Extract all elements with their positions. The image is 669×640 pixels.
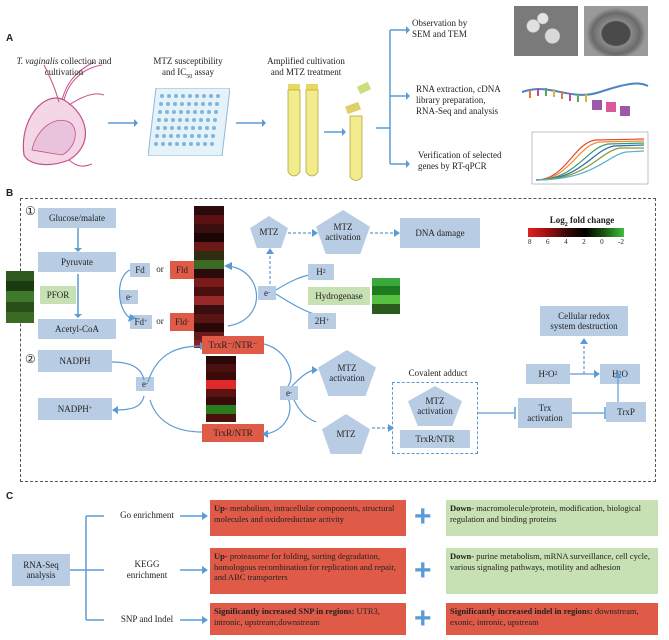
arrow-right-icon [236,119,266,127]
hydrogenase-heatmap [372,278,400,314]
tem-micrograph [584,6,648,56]
covalent-adduct-frame [392,382,478,454]
redox-arrows [570,338,622,402]
plus-icon: + [414,602,432,635]
go-up-box: Up- metabolism, intracellular components… [210,500,406,536]
pfor-box: PFOR [40,286,76,304]
electron-label-1: e- [120,290,138,304]
inhibit-arrow-icon [478,407,516,419]
well-plate-icon [148,88,230,156]
circle-marker-1: ① [25,204,36,218]
inhibit-arrow-icon [572,407,606,419]
arrow-right-icon [108,119,138,127]
plus-icon: + [414,554,432,587]
fd-box: Fd [130,263,150,277]
rna-strand-icon [521,82,649,116]
trxr-ntr-adduct-box: TrxR/NTR [400,430,470,448]
go-down-box: Down- macromolecule/protein, modificatio… [446,500,658,536]
trxr-reduced-box: TrxR⁻/NTR⁻ [202,336,264,354]
plus-icon: + [414,500,432,533]
trxr-electron-arc [262,343,318,438]
kegg-down-box: Down- purine metabolism, mRNA surveillan… [446,548,658,594]
proton-box: 2H+ [308,313,336,329]
fld-electron-arc [224,262,258,327]
electron-label-2: e- [258,286,276,300]
covalent-adduct-label: Covalent adduct [408,368,468,378]
section-label-a: A [6,33,14,44]
panel-c-connector [70,512,208,624]
nadph-plus-box: NADPH+ [38,398,112,420]
dashed-arrow-icon [370,229,400,237]
dashed-arrow-icon [288,229,318,237]
fld-box: Fld [170,261,194,279]
snp-indel-label: SNP and Indel [120,614,174,624]
go-enrichment-label: Go enrichment [120,510,174,520]
pyruvate-box: Pyruvate [38,252,116,272]
trxr-heatmap [206,356,236,422]
sem-micrograph [514,6,578,56]
legend-title: Log2 fold change [549,215,615,228]
trichomonas-illustration [22,61,104,167]
trxp-box: TrxP [606,402,646,422]
step1-label: T. vaginalis collection and cultivation [16,56,112,77]
glucose-box: Glucose/malate [38,208,116,228]
dna-damage-box: DNA damage [400,218,480,248]
legend-gradient [528,228,624,237]
pyruvate-electron-arc [119,269,136,322]
acetyl-coa-box: Acetyl-CoA [38,319,116,339]
branch-connector [376,26,410,168]
electron-label-4: e- [280,386,298,400]
or-label-1: or [156,264,164,274]
snp-up-box: Significantly increased SNP in regions: … [210,603,406,635]
culture-tubes-icon [287,82,372,181]
electron-label-3: e- [136,377,154,391]
kegg-up-box: Up- proteasome for folding, sorting degr… [210,548,406,594]
panel-b-frame [20,198,656,482]
trxr-box: TrxR/NTR [202,424,264,442]
dashed-arrow-icon [372,424,394,432]
or-label-2: or [156,316,164,326]
circle-marker-2: ② [25,352,36,366]
nadph-box: NADPH [38,350,112,372]
section-label-b: B [6,188,14,199]
glycolysis-arrows [74,228,82,318]
fd-oxidized-box: Fd+ [130,315,152,329]
section-label-c: C [6,491,14,502]
fld-reduced-box: Fld- [170,313,194,331]
snp-down-box: Significantly increased indel in regions… [446,603,658,635]
pfor-heatmap [6,271,34,323]
hydrogenase-box: Hydrogenase [308,287,370,305]
qpcr-curves-chart [531,131,649,185]
fld-heatmap [194,206,224,348]
trxr-cycle-arrows [112,342,206,433]
